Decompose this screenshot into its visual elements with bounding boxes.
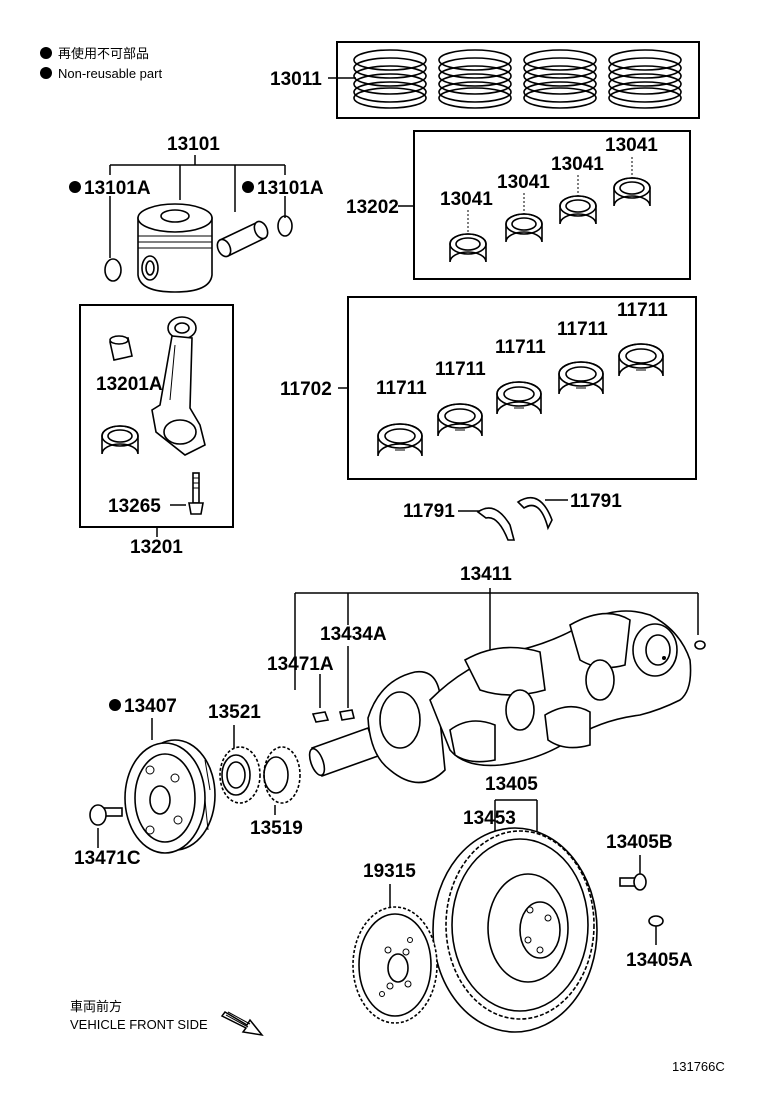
part-13041-label-3[interactable]: 13041 [551, 154, 604, 175]
crankshaft-group: 13411 13434A 13471A [267, 564, 706, 784]
part-13407-label[interactable]: 13407 [124, 696, 177, 717]
part-13201A-label[interactable]: 13201A [96, 374, 163, 395]
conrod-cap-bearing-shape [101, 425, 139, 455]
conrod-bushing-shape [109, 335, 133, 361]
part-13011-label[interactable]: 13011 [270, 69, 322, 90]
part-13471A-label[interactable]: 13471A [267, 654, 334, 675]
flywheel-pin-shape [648, 915, 664, 927]
part-11711-label-3[interactable]: 11711 [495, 337, 546, 358]
part-13265-label[interactable]: 13265 [108, 496, 161, 517]
part-13101-label[interactable]: 13101 [167, 134, 220, 155]
part-13471C-label[interactable]: 13471C [74, 848, 141, 869]
main-bearing-set-group: 11702 11711 11711 11711 11711 11711 [280, 296, 697, 480]
legend: 再使用不可部品 Non-reusable part [40, 46, 162, 81]
main-bearing-shells [377, 343, 664, 457]
thrust-washer-left-shape [476, 507, 516, 541]
legend-jp-text: 再使用不可部品 [58, 46, 149, 61]
conrod-bearing-set-group: 13202 13041 13041 13041 13041 [346, 130, 691, 280]
timing-gear-group: 13521 13519 [208, 702, 303, 839]
flywheel-bolt-shape [619, 873, 647, 891]
crankshaft-shape [308, 610, 692, 784]
front-note-en-text: VEHICLE FRONT SIDE [70, 1017, 208, 1032]
piston-shape [137, 203, 213, 293]
piston-ring-set-group: 13011 [270, 41, 700, 119]
front-note-jp-text: 車両前方 [70, 999, 122, 1014]
part-11791-left-label[interactable]: 11791 [403, 501, 455, 522]
piston-pin-shape [216, 220, 269, 258]
part-11711-label-1[interactable]: 11711 [376, 378, 427, 399]
non-reusable-dot-icon [242, 181, 254, 193]
drive-plate-group: 19315 [352, 861, 438, 1024]
part-13101A-left-label[interactable]: 13101A [84, 178, 151, 199]
conrod-group: 13201 13201A 13265 [79, 304, 234, 558]
conrod-bearing-box [413, 130, 691, 280]
thrust-washer-group: 11791 11791 [403, 491, 622, 541]
flywheel-group: 13405 13453 13405B 13405A [432, 774, 693, 1033]
flywheel-shape [432, 827, 598, 1033]
part-13041-label-4[interactable]: 13041 [605, 135, 658, 156]
part-13041-label-2[interactable]: 13041 [497, 172, 550, 193]
front-direction-arrow-icon [220, 1011, 264, 1037]
part-13405A-label[interactable]: 13405A [626, 950, 693, 971]
part-11711-label-5[interactable]: 11711 [617, 300, 668, 321]
crankshaft-pin-shape [694, 640, 706, 650]
legend-en-text: Non-reusable part [58, 66, 162, 81]
part-13405B-label[interactable]: 13405B [606, 832, 673, 853]
piston-ring-set-box [336, 41, 700, 119]
conrod-shape [151, 316, 206, 456]
snap-ring-right-shape [277, 215, 293, 237]
part-13201-label[interactable]: 13201 [130, 537, 183, 558]
straight-pin-shape [311, 711, 330, 723]
crank-pulley-shape [124, 739, 216, 854]
figure-id: 131766C [672, 1059, 725, 1074]
part-11791-right-label[interactable]: 11791 [570, 491, 622, 512]
part-11702-label[interactable]: 11702 [280, 379, 332, 400]
conrod-bolt-shape [188, 472, 204, 515]
crank-timing-gear-shape [219, 746, 261, 804]
conrod-bearing-shells [449, 177, 651, 263]
drive-plate-shape [352, 906, 438, 1024]
part-13101A-right-label[interactable]: 13101A [257, 178, 324, 199]
crank-position-sensor-plate-shape [263, 746, 301, 804]
part-13519-label[interactable]: 13519 [250, 818, 303, 839]
part-13434A-label[interactable]: 13434A [320, 624, 387, 645]
part-11711-label-2[interactable]: 11711 [435, 359, 486, 380]
thrust-washer-right-shape [516, 497, 553, 531]
non-reusable-dot-icon [40, 67, 52, 79]
crank-pulley-group: 13407 13471C [74, 696, 216, 869]
non-reusable-dot-icon [69, 181, 81, 193]
non-reusable-dot-icon [40, 47, 52, 59]
part-13202-label[interactable]: 13202 [346, 197, 399, 218]
part-13521-label[interactable]: 13521 [208, 702, 261, 723]
part-11711-label-4[interactable]: 11711 [557, 319, 608, 340]
crankshaft-key-shape [339, 709, 355, 721]
non-reusable-dot-icon [109, 699, 121, 711]
part-13411-label[interactable]: 13411 [460, 564, 512, 585]
snap-ring-left-shape [104, 258, 122, 282]
piston-ring-stacks [353, 49, 682, 109]
part-19315-label[interactable]: 19315 [363, 861, 416, 882]
piston-group: 13101 13101A 13101A [69, 134, 324, 293]
part-13041-label-1[interactable]: 13041 [440, 189, 493, 210]
part-13405-label[interactable]: 13405 [485, 774, 538, 795]
pulley-bolt-shape [89, 804, 123, 826]
vehicle-front-note: 車両前方 VEHICLE FRONT SIDE [70, 999, 264, 1037]
part-13453-label[interactable]: 13453 [463, 808, 516, 829]
